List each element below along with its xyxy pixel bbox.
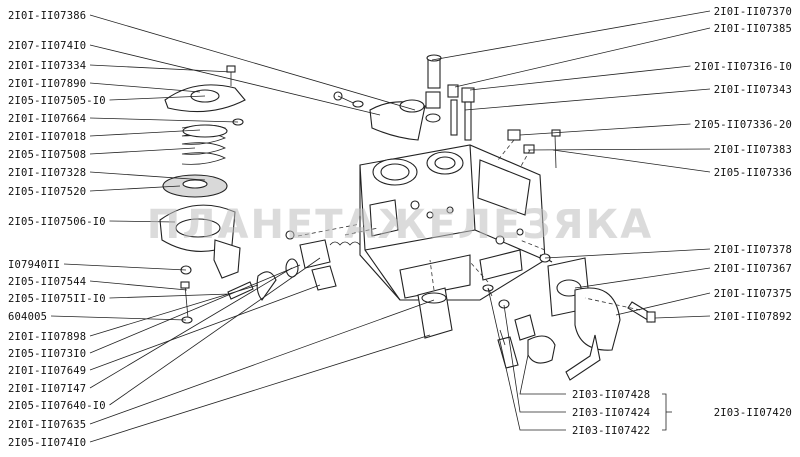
label-left-17: 2I0I-II07649 <box>8 365 86 377</box>
part-labels: 2I0I-II07386 2I07-II074I0 2I0I-II07334 2I0I… <box>8 6 792 449</box>
leader-left-0 <box>89 14 416 111</box>
leader-left-12 <box>89 280 188 291</box>
label-right-8: 2I0I-II07367 <box>714 263 792 275</box>
leader-left-15 <box>89 284 259 337</box>
leader-left-17 <box>89 284 321 371</box>
label-right-4: 2I05-II07336-20 <box>694 119 792 131</box>
leader-right-10 <box>654 315 711 319</box>
label-group: 2I03-II07420 <box>714 407 792 419</box>
leader-left-6 <box>89 129 201 137</box>
label-right-10: 2I0I-II07892 <box>714 311 792 323</box>
label-left-16: 2I05-II073I0 <box>8 348 86 360</box>
label-right-3: 2I0I-II07343 <box>714 84 792 96</box>
leader-bottom-2 <box>487 287 566 431</box>
leader-right-4 <box>519 123 691 136</box>
leader-left-10 <box>109 220 176 223</box>
leader-right-2 <box>469 65 691 91</box>
top-parts <box>333 54 561 169</box>
label-left-10: 2I05-II07506-I0 <box>8 216 106 228</box>
leader-left-1 <box>89 44 381 116</box>
leader-left-19 <box>109 257 321 406</box>
label-left-0: 2I0I-II07386 <box>8 10 86 22</box>
label-right-0: 2I0I-II07370 <box>714 6 792 18</box>
leader-right-9 <box>615 292 711 316</box>
label-bottom-1: 2I03-II07424 <box>572 407 650 419</box>
leader-left-9 <box>89 185 181 192</box>
label-right-7: 2I0I-II07378 <box>714 244 792 256</box>
label-left-9: 2I05-II07520 <box>8 186 86 198</box>
label-left-1: 2I07-II074I0 <box>8 40 86 52</box>
label-left-6: 2I0I-II07018 <box>8 131 86 143</box>
leader-left-11 <box>63 263 187 271</box>
label-left-5: 2I0I-II07664 <box>8 113 86 125</box>
leader-right-3 <box>464 88 711 111</box>
leader-left-8 <box>89 171 206 181</box>
leader-right-1 <box>454 27 711 88</box>
group-bracket <box>662 393 667 431</box>
label-right-6: 2I05-II07336 <box>714 167 792 179</box>
leader-left-5 <box>89 117 239 123</box>
label-bottom-2: 2I03-II07422 <box>572 425 650 437</box>
leader-bottom-1 <box>503 304 566 413</box>
leader-left-2 <box>89 64 233 73</box>
label-left-8: 2I0I-II07328 <box>8 167 86 179</box>
label-left-13: 2I05-II075II-I0 <box>8 293 106 305</box>
label-left-4: 2I05-II07505-I0 <box>8 95 106 107</box>
label-right-5: 2I0I-II07383 <box>714 144 792 156</box>
label-right-9: 2I0I-II07375 <box>714 288 792 300</box>
label-right-2: 2I0I-II073I6-I0 <box>694 61 792 73</box>
assembly-guides <box>297 139 641 311</box>
leader-left-4 <box>109 95 206 101</box>
leader-left-14 <box>50 315 187 321</box>
leader-left-7 <box>89 147 196 155</box>
leader-right-8 <box>574 267 711 289</box>
label-left-21: 2I05-II074I0 <box>8 437 86 449</box>
leader-left-3 <box>89 82 201 93</box>
carburetor-body <box>359 144 546 301</box>
label-left-3: 2I0I-II07890 <box>8 78 86 90</box>
leader-right-0 <box>431 10 711 61</box>
leader-left-16 <box>89 264 301 354</box>
leader-left-18 <box>89 267 293 389</box>
leader-left-13 <box>109 293 231 299</box>
leader-left-21 <box>89 334 431 443</box>
right-parts <box>539 253 656 381</box>
label-left-15: 2I0I-II07898 <box>8 331 86 343</box>
leader-left-20 <box>89 299 435 425</box>
leader-right-6 <box>552 149 711 173</box>
leader-lines <box>50 10 711 443</box>
label-left-20: 2I0I-II07635 <box>8 419 86 431</box>
label-left-7: 2I05-II07508 <box>8 149 86 161</box>
watermark-text: ПЛАНЕТАЖЕЛЕЗЯКА <box>147 202 653 248</box>
leader-right-5 <box>527 148 711 151</box>
leader-bottom-0 <box>519 354 566 395</box>
bottom-parts <box>482 284 556 369</box>
label-left-2: 2I0I-II07334 <box>8 60 86 72</box>
label-left-11: I07940II <box>8 259 60 271</box>
label-left-18: 2I0I-II07I47 <box>8 383 86 395</box>
label-left-12: 2I05-II07544 <box>8 276 86 288</box>
label-left-19: 2I05-II07640-I0 <box>8 400 106 412</box>
leader-right-7 <box>544 248 711 259</box>
label-bottom-0: 2I03-II07428 <box>572 389 650 401</box>
label-right-1: 2I0I-II07385 <box>714 23 792 35</box>
label-left-14: 604005 <box>8 311 47 323</box>
